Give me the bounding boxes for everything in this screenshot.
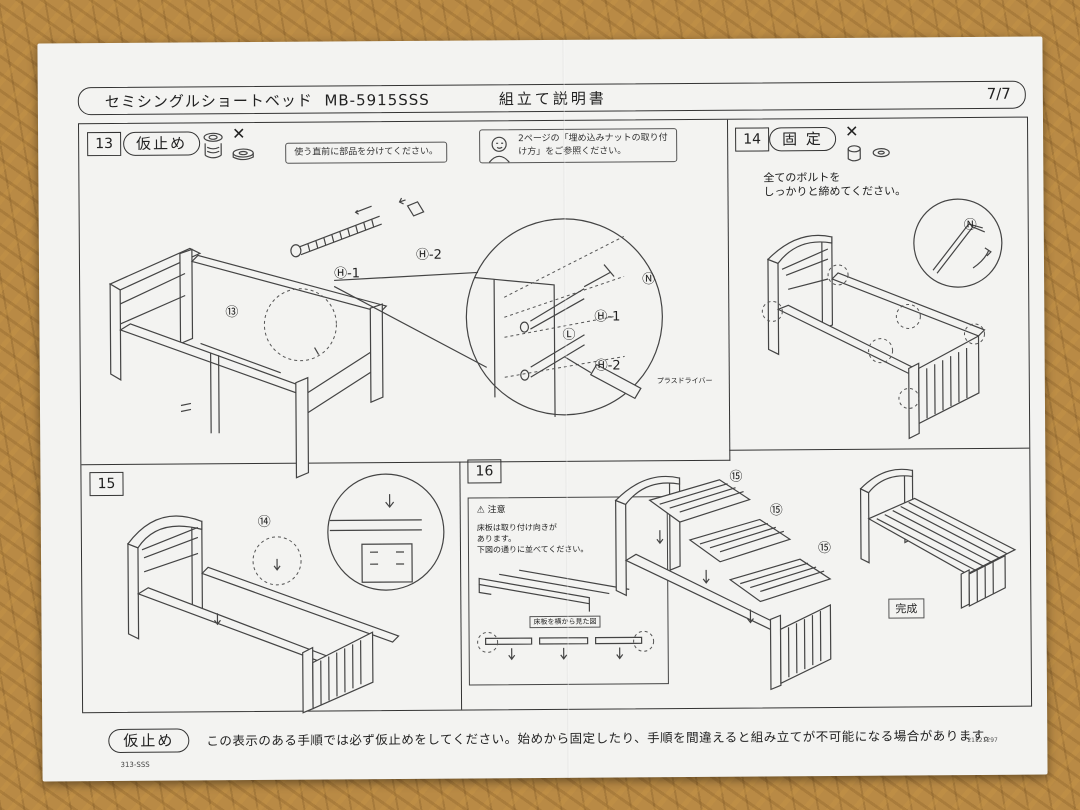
caution-heading: ⚠ 注意 bbox=[476, 505, 506, 516]
tool-label: プラスドライバー bbox=[656, 376, 713, 386]
document-title: 組立て説明書 bbox=[498, 89, 607, 109]
panel-14-ref: ⑭ bbox=[257, 514, 271, 530]
slat-ref-2: ⑮ bbox=[769, 503, 783, 519]
slat-orientation-illustration bbox=[479, 567, 659, 618]
footer-serial: 21121297 bbox=[967, 736, 998, 745]
nut-washer-icon: ✕ bbox=[201, 124, 271, 169]
bed-frame-illustration bbox=[100, 242, 422, 464]
header-bar: セミシングルショートベッド MB-5915SSS 組立て説明書 7/7 bbox=[77, 80, 1026, 116]
step-13-panel: 13 仮止め ✕ 使う直前に部品を分けてください。 2ページの「埋め込みナットの… bbox=[79, 119, 731, 466]
instruction-sheet: セミシングルショートベッド MB-5915SSS 組立て説明書 7/7 13 仮… bbox=[37, 36, 1048, 782]
svg-text:✕: ✕ bbox=[845, 122, 859, 141]
caution-text: 床板は取り付け向きが あります。 下図の通りに並べてください。 bbox=[476, 522, 589, 555]
footer-code: 313-SSS bbox=[120, 760, 150, 769]
part-n-label: Ⓝ bbox=[642, 272, 656, 288]
step-14-instruction: 全てのボルトを しっかりと締めてください。 bbox=[763, 170, 907, 199]
parts-separation-note: 使う直前に部品を分けてください。 bbox=[285, 141, 448, 164]
step-14-panel: 14 固 定 ✕ 全てのボルトを しっかりと締めてください。 Ⓝ bbox=[726, 117, 1030, 451]
caution-box: ⚠ 注意 床板は取り付け向きが あります。 下図の通りに並べてください。 床板を… bbox=[467, 496, 669, 686]
step-14-mode-label: 固 定 bbox=[769, 126, 836, 152]
page-number: 7/7 bbox=[986, 84, 1011, 103]
hex-wrench-detail bbox=[913, 198, 1004, 289]
part-h1-detail-label: Ⓗ-1 bbox=[594, 309, 621, 325]
completed-bed-illustration bbox=[854, 458, 1025, 619]
part-l-label: Ⓛ bbox=[562, 327, 576, 343]
side-view-label: 床板を横から見た図 bbox=[529, 615, 601, 629]
bed-siderail-illustration bbox=[122, 482, 464, 704]
rail-hook-detail-circle bbox=[325, 472, 446, 593]
slat-ref-1: ⑮ bbox=[729, 469, 743, 485]
zoom-detail-circle bbox=[464, 216, 665, 417]
panel-13-ref: ⑬ bbox=[225, 305, 239, 321]
completed-label: 完成 bbox=[888, 598, 925, 619]
product-title: セミシングルショートベッド MB-5915SSS bbox=[104, 90, 430, 112]
reader-person-icon bbox=[485, 134, 515, 164]
slat-ref-3: ⑮ bbox=[817, 540, 832, 557]
bolt-h1-illustration bbox=[287, 191, 487, 262]
step-13-mode-label: 仮止め bbox=[123, 131, 201, 156]
step-16-number: 16 bbox=[467, 459, 502, 484]
side-view-illustration bbox=[476, 629, 662, 680]
step-15-panel: 15 ⑭ bbox=[81, 461, 464, 713]
footer-warning-text: この表示のある手順では必ず仮止めをしてください。始めから固定したり、手順を間違え… bbox=[206, 727, 997, 749]
warning-triangle-icon: ⚠ bbox=[476, 505, 485, 516]
bolt-nut-icon: ✕ bbox=[845, 122, 895, 167]
step-15-number: 15 bbox=[89, 471, 124, 497]
step-13-number: 13 bbox=[87, 131, 122, 157]
bed-assembled-frame-illustration bbox=[758, 218, 1000, 440]
step-14-number: 14 bbox=[735, 127, 770, 152]
part-h2-detail-label: Ⓗ-2 bbox=[594, 358, 621, 374]
slats-installation-illustration bbox=[609, 459, 861, 701]
steps-frame: 13 仮止め ✕ 使う直前に部品を分けてください。 2ページの「埋め込みナットの… bbox=[77, 116, 1033, 714]
footer-mode-label: 仮止め bbox=[108, 728, 190, 754]
model-number: MB-5915SSS bbox=[324, 90, 430, 110]
svg-text:✕: ✕ bbox=[232, 124, 246, 143]
step-16-panel: 16 ⚠ 注意 床板は取り付け向きが あります。 下図の通りに並べてください。 … bbox=[459, 448, 1031, 710]
